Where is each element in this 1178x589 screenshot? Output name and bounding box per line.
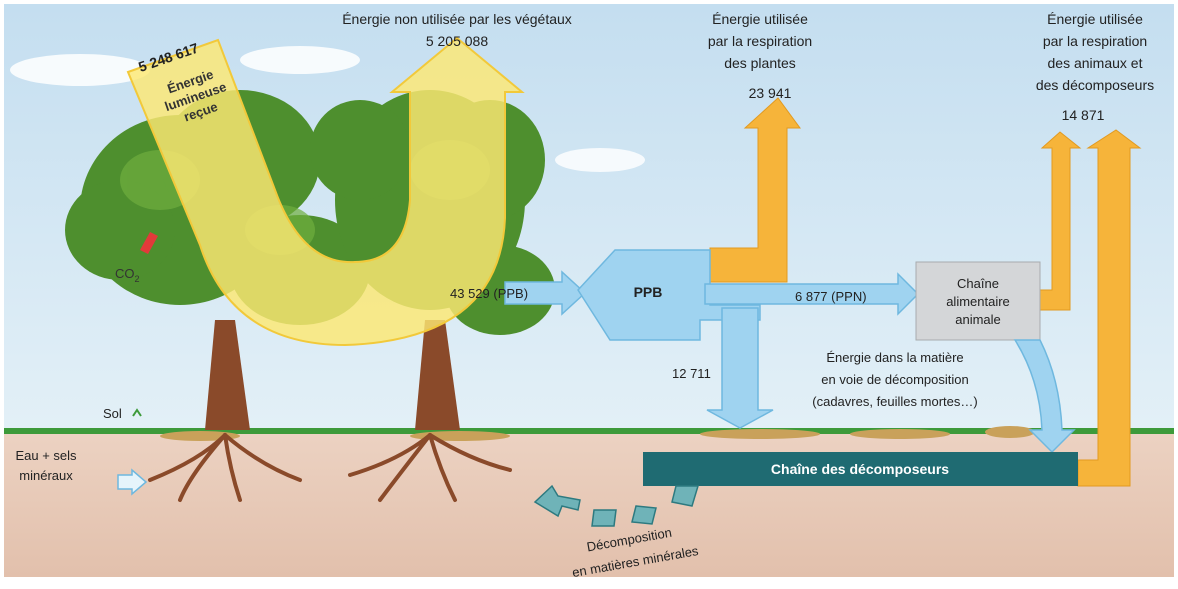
ppb-flow-label: 43 529 (PPB) xyxy=(450,286,528,301)
co2-label: CO2 xyxy=(115,266,140,284)
plant-resp-line3: des plantes xyxy=(724,55,796,71)
animal-resp-line4: des décomposeurs xyxy=(1036,77,1154,93)
plant-respiration-arrow xyxy=(709,97,801,283)
plant-resp-line2: par la respiration xyxy=(708,33,812,49)
decomposer-respiration-arrow xyxy=(1077,129,1142,487)
chain-to-decomposers-arrow xyxy=(1013,339,1076,454)
ppn-flow-arrow xyxy=(704,272,920,316)
decomposers-label: Chaîne des décomposeurs xyxy=(771,461,949,477)
soil-label: Sol xyxy=(103,406,122,421)
decomposition-arrow xyxy=(533,484,700,527)
cloud xyxy=(10,54,150,86)
food-chain-line1: Chaîne xyxy=(957,276,999,291)
cloud xyxy=(240,46,360,74)
dead-matter-line2: en voie de décomposition xyxy=(821,372,968,387)
unused-energy-title: Énergie non utilisée par les végétaux xyxy=(342,11,572,27)
leaf-litter xyxy=(160,426,1035,441)
soil-marker-icon xyxy=(132,408,142,417)
water-intake-arrow xyxy=(117,468,148,496)
plant-resp-value: 23 941 xyxy=(749,85,792,101)
animal-resp-line1: Énergie utilisée xyxy=(1047,11,1143,27)
plant-resp-line1: Énergie utilisée xyxy=(712,11,808,27)
food-chain-box xyxy=(915,261,1041,341)
animal-resp-line2: par la respiration xyxy=(1043,33,1147,49)
tree-trunk-left xyxy=(205,320,250,430)
ppn-flow-label: 6 877 (PPN) xyxy=(795,289,867,304)
dead-matter-line3: (cadavres, feuilles mortes…) xyxy=(812,394,977,409)
grass-line xyxy=(4,428,1174,434)
food-chain-line3: animale xyxy=(955,312,1001,327)
animal-respiration-arrow xyxy=(1039,131,1082,311)
ppb-box-label: PPB xyxy=(634,284,663,300)
food-chain-line2: alimentaire xyxy=(946,294,1010,309)
animal-resp-value: 14 871 xyxy=(1062,107,1105,123)
ppb-flow-arrow xyxy=(504,270,587,316)
unused-energy-value: 5 205 088 xyxy=(426,33,488,49)
dead-matter-arrow xyxy=(706,307,774,429)
light-energy-arrow xyxy=(126,36,525,347)
decomposers-bar xyxy=(643,452,1078,486)
dead-matter-value: 12 711 xyxy=(672,366,711,381)
tree-trunk-right xyxy=(415,320,460,430)
cloud xyxy=(555,148,645,172)
co2-arrow xyxy=(140,232,158,254)
tree-roots xyxy=(148,433,512,502)
ppb-box xyxy=(577,249,761,341)
water-minerals-line1: Eau + sels xyxy=(15,448,77,463)
animal-resp-line3: des animaux et xyxy=(1048,55,1143,71)
dead-matter-line1: Énergie dans la matière xyxy=(826,350,963,365)
water-minerals-line2: minéraux xyxy=(19,468,73,483)
